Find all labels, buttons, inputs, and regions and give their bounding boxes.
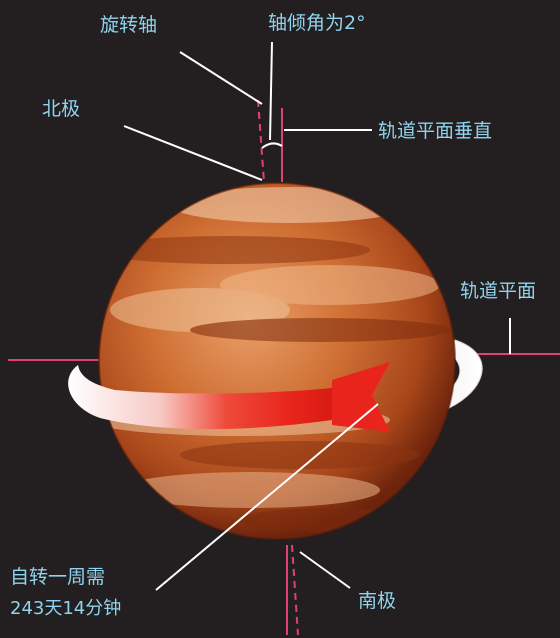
tilt-angle-arc: [262, 143, 282, 148]
label-south-pole: 南极: [358, 590, 396, 612]
label-rotation-axis: 旋转轴: [100, 14, 157, 36]
label-orbital-plane: 轨道平面: [460, 280, 536, 302]
rotation-axis-bottom: [292, 545, 298, 635]
label-rotation-period-line1: 自转一周需: [10, 566, 105, 588]
label-orbit-perpendicular: 轨道平面垂直: [378, 120, 492, 142]
rotation-axis-top: [258, 100, 264, 182]
leader-south-pole: [300, 552, 350, 588]
label-north-pole: 北极: [42, 98, 80, 120]
leader-north-pole: [124, 126, 262, 180]
label-rotation-period-line2: 243天14分钟: [10, 598, 121, 620]
label-tilt-angle: 轴倾角为2°: [268, 12, 366, 34]
leader-tilt: [270, 42, 272, 140]
leader-rotation-axis: [180, 52, 262, 104]
